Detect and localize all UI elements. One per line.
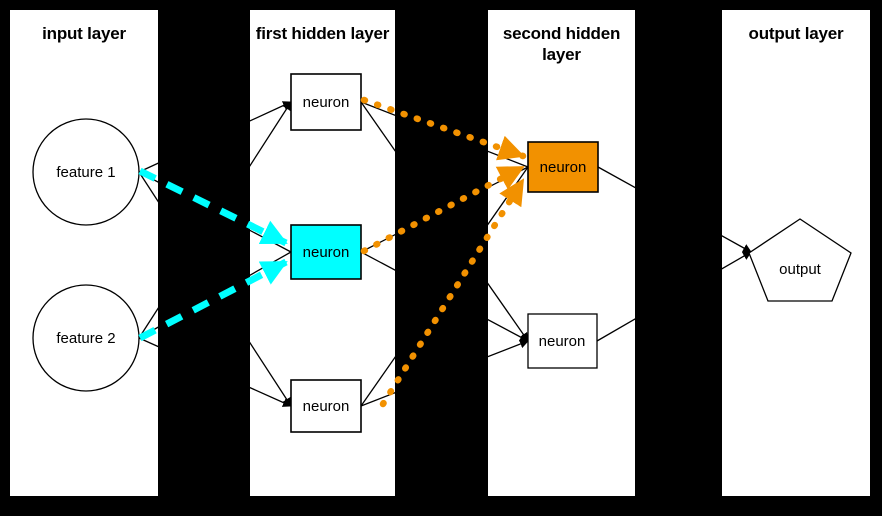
node-hidden1-neuron-bottom: neuron [290,379,362,433]
panel-second-hidden-layer [488,10,635,496]
orange-arrow-from-top [360,96,527,161]
title-first-hidden-layer: first hidden layer [255,24,390,43]
node-hidden2-neuron-top-label: neuron [540,159,587,176]
node-hidden2-neuron-bottom: neuron [527,313,598,369]
title-input-layer: input layer [42,24,126,43]
node-hidden1-neuron-middle: neuron [290,224,362,280]
node-output-label: output [779,261,822,278]
orange-highlight-group [360,96,527,408]
orange-arrow-from-bottom [379,176,527,408]
node-feature-2-label: feature 2 [56,330,115,347]
node-feature-1-label: feature 1 [56,164,115,181]
node-hidden1-neuron-middle-label: neuron [303,244,350,261]
cyan-highlight-group [138,167,288,342]
node-hidden1-neuron-top: neuron [290,73,362,131]
node-feature-1: feature 1 [32,118,140,226]
black-connection-group [138,101,752,407]
node-output: output [748,218,852,302]
node-feature-2: feature 2 [32,284,140,392]
title-second-hidden-layer: second hidden layer [502,24,621,64]
node-hidden1-neuron-bottom-label: neuron [303,398,350,415]
cyan-arrow-feature2 [138,258,288,342]
title-output-layer: output layer [748,24,844,43]
panel-input-layer [10,10,158,496]
node-hidden1-neuron-top-label: neuron [303,94,350,111]
cyan-arrow-feature1 [138,167,288,247]
orange-arrow-from-middle [360,163,527,255]
node-hidden2-neuron-top: neuron [527,141,599,193]
node-hidden2-neuron-bottom-label: neuron [539,333,586,350]
